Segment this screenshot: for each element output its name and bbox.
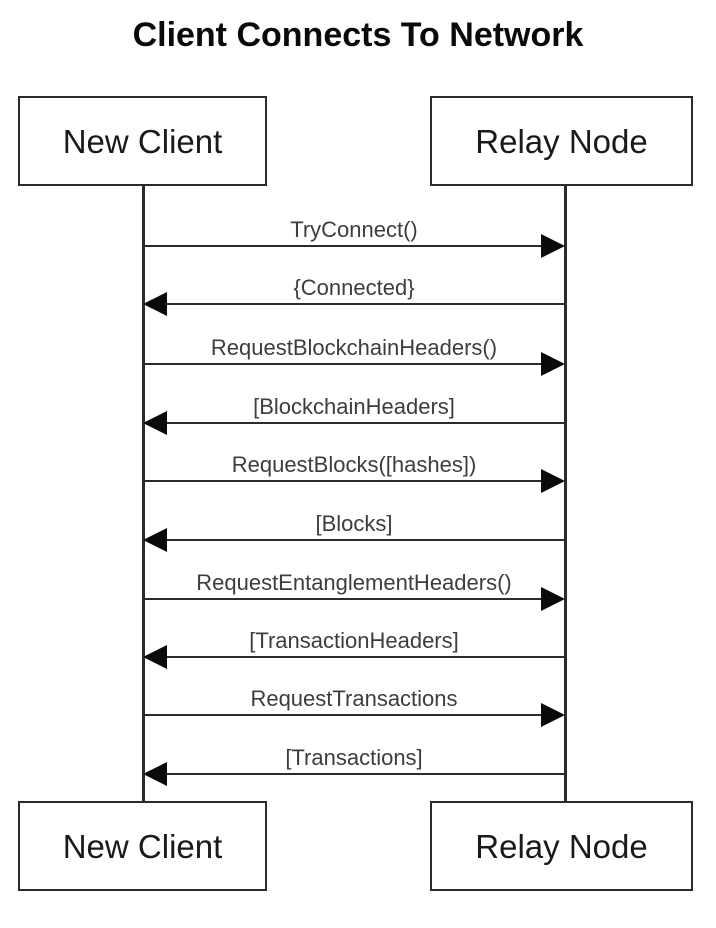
message-label: RequestBlockchainHeaders() [210, 335, 498, 360]
message-line [165, 656, 565, 658]
arrowhead-left-icon [143, 762, 167, 786]
participant-label-relay-bottom: Relay Node [475, 827, 648, 865]
participant-box-relay-bottom[interactable]: Relay Node [430, 801, 693, 891]
arrowhead-right-icon [541, 469, 565, 493]
arrowhead-right-icon [541, 234, 565, 258]
arrowhead-right-icon [541, 587, 565, 611]
message-line [165, 539, 565, 541]
participant-label-client-bottom: New Client [62, 827, 223, 865]
message-label: RequestEntanglementHeaders() [196, 570, 512, 595]
message-line [143, 363, 543, 365]
message-line [165, 422, 565, 424]
message-line [165, 303, 565, 305]
message-line [143, 598, 543, 600]
arrowhead-right-icon [541, 352, 565, 376]
arrowhead-left-icon [143, 528, 167, 552]
participant-box-client-bottom[interactable]: New Client [18, 801, 267, 891]
message-line [143, 714, 543, 716]
arrowhead-left-icon [143, 411, 167, 435]
arrowhead-left-icon [143, 645, 167, 669]
message-label: [BlockchainHeaders] [253, 394, 455, 419]
arrowhead-right-icon [541, 703, 565, 727]
arrowhead-left-icon [143, 292, 167, 316]
participant-box-relay-top[interactable]: Relay Node [430, 96, 693, 186]
participant-box-client-top[interactable]: New Client [18, 96, 267, 186]
participant-label-client-top: New Client [62, 122, 223, 160]
lifeline-relay [564, 186, 567, 801]
message-label: RequestTransactions [250, 686, 458, 711]
message-label: [Blocks] [315, 511, 393, 536]
message-line [143, 245, 543, 247]
message-label: {Connected} [293, 275, 415, 300]
participant-label-relay-top: Relay Node [475, 122, 648, 160]
message-label: [Transactions] [285, 745, 423, 770]
message-line [165, 773, 565, 775]
diagram-title: Client Connects To Network [132, 16, 584, 54]
lifeline-client [142, 186, 145, 801]
message-label: [TransactionHeaders] [249, 628, 459, 653]
message-label: RequestBlocks([hashes]) [231, 452, 477, 477]
message-label: TryConnect() [290, 217, 418, 242]
message-line [143, 480, 543, 482]
